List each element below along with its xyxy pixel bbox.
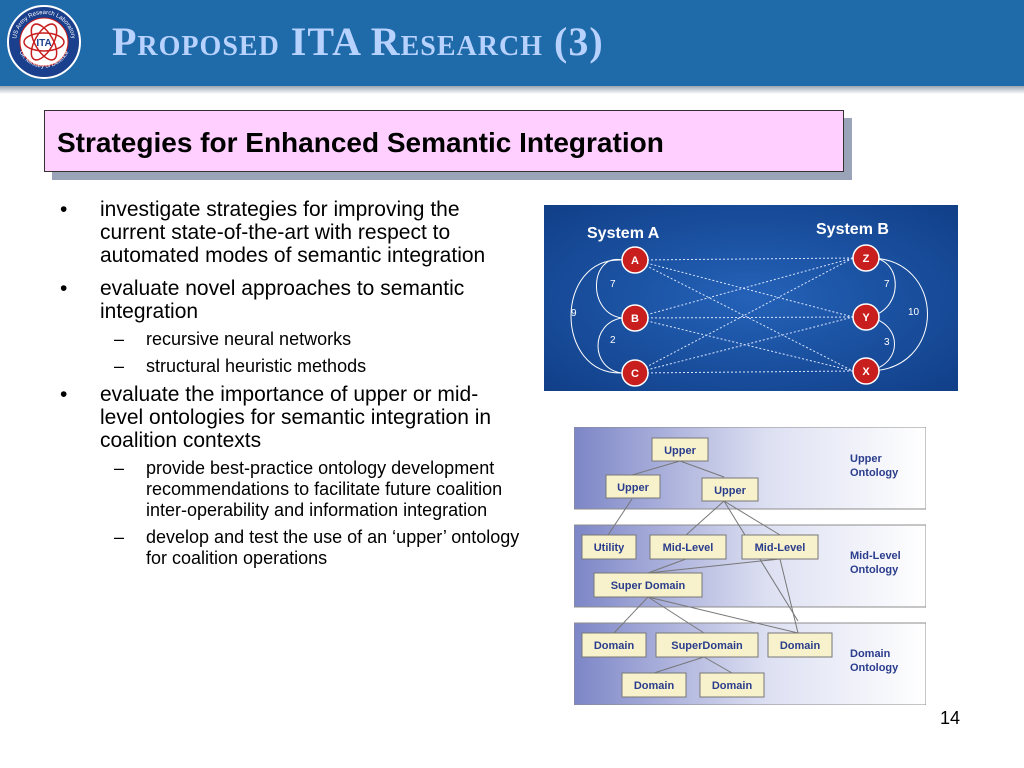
subtitle-box: Strategies for Enhanced Semantic Integra… bbox=[44, 110, 844, 172]
super-domain-box-label: Super Domain bbox=[611, 580, 686, 592]
system-matching-diagram: System A System B 7 2 9 7 3 10 A B C Z Y… bbox=[544, 205, 958, 391]
weight-z-x: 10 bbox=[908, 307, 920, 318]
utility-box bbox=[581, 534, 637, 560]
bullet-text: evaluate the importance of upper or mid-… bbox=[100, 383, 492, 452]
node-a bbox=[621, 246, 649, 274]
mid-level-ontology-label-1: Mid-Level bbox=[850, 550, 901, 562]
mid-level-ontology-label-2: Ontology bbox=[850, 564, 899, 576]
bullet-marker: • bbox=[60, 277, 68, 300]
super-domain-box bbox=[593, 572, 703, 598]
node-x-label: X bbox=[862, 366, 870, 378]
ita-emblem-icon: ITA US Army Research Laboratory UK Minis… bbox=[7, 5, 81, 79]
node-z bbox=[852, 244, 880, 272]
domain-box-1-label: Domain bbox=[594, 640, 635, 652]
node-b-label: B bbox=[631, 313, 639, 325]
sub-bullet-group: – recursive neural networks – structural h… bbox=[60, 329, 520, 377]
ontology-layers-diagram: Upper Upper Upper Upper Ontology Utility… bbox=[574, 427, 926, 705]
ontology-links bbox=[607, 460, 799, 674]
node-b bbox=[621, 304, 649, 332]
logo-center-text: ITA bbox=[36, 38, 51, 49]
upper-box-left-label: Upper bbox=[617, 482, 650, 494]
mid-level-box-1-label: Mid-Level bbox=[663, 542, 714, 554]
domain-box-2 bbox=[767, 632, 833, 658]
node-y-label: Y bbox=[862, 312, 870, 324]
upper-box-right bbox=[701, 477, 759, 502]
cross-system-links bbox=[634, 257, 854, 374]
mid-level-box-2 bbox=[741, 534, 819, 560]
sub-bullet-text: structural heuristic methods bbox=[146, 356, 367, 376]
sub-bullet-marker: – bbox=[114, 527, 125, 547]
mid-level-box-1 bbox=[649, 534, 727, 560]
sub-bullet-item: – develop and test the use of an ‘upper’ … bbox=[60, 527, 520, 569]
sub-bullet-marker: – bbox=[114, 356, 125, 376]
sub-bullet-text: provide best-practice ontology developme… bbox=[146, 458, 503, 520]
bullet-item: • evaluate the importance of upper or mid… bbox=[60, 383, 520, 452]
sub-bullet-marker: – bbox=[114, 329, 125, 349]
title-bar: ITA US Army Research Laboratory UK Minis… bbox=[0, 0, 1024, 86]
weight-a-c: 9 bbox=[571, 308, 577, 319]
sub-bullet-item: – recursive neural networks bbox=[60, 329, 520, 350]
upper-box-left bbox=[605, 474, 661, 499]
bullet-item: • investigate strategies for improving th… bbox=[60, 198, 520, 267]
edge-b-c bbox=[597, 317, 623, 374]
node-z-label: Z bbox=[863, 253, 870, 265]
node-y bbox=[852, 303, 880, 331]
sub-bullet-group: – provide best-practice ontology developm… bbox=[60, 458, 520, 569]
superdomain-box-label: SuperDomain bbox=[671, 640, 743, 652]
domain-box-4 bbox=[699, 672, 765, 698]
node-c-label: C bbox=[631, 368, 639, 380]
sub-bullet-text: develop and test the use of an ‘upper’ o… bbox=[146, 527, 520, 568]
upper-ontology-label-1: Upper bbox=[850, 453, 883, 465]
upper-ontology-label-2: Ontology bbox=[850, 467, 899, 479]
bullet-marker: • bbox=[60, 383, 68, 406]
domain-box-3-label: Domain bbox=[634, 680, 675, 692]
node-x bbox=[852, 357, 880, 385]
bullet-text: investigate strategies for improving the… bbox=[100, 198, 486, 267]
page-number: 14 bbox=[940, 708, 961, 728]
system-b-title: System B bbox=[816, 221, 889, 238]
node-c bbox=[621, 359, 649, 387]
system-a-title: System A bbox=[587, 225, 660, 242]
sub-bullet-marker: – bbox=[114, 458, 125, 478]
weight-z-y: 7 bbox=[884, 279, 890, 290]
bullet-item: • evaluate novel approaches to semantic i… bbox=[60, 277, 520, 323]
subtitle-text: Strategies for Enhanced Semantic Integra… bbox=[57, 127, 664, 158]
upper-box-top bbox=[651, 437, 709, 462]
bullet-text: evaluate novel approaches to semantic in… bbox=[100, 277, 465, 323]
domain-box-3 bbox=[621, 672, 687, 698]
edge-a-c bbox=[570, 259, 623, 374]
domain-box-4-label: Domain bbox=[712, 680, 753, 692]
weight-b-c: 2 bbox=[610, 335, 616, 346]
title-bar-shadow bbox=[0, 86, 1024, 94]
upper-box-top-label: Upper bbox=[664, 445, 697, 457]
domain-ontology-label-1: Domain bbox=[850, 648, 891, 660]
sub-bullet-item: – provide best-practice ontology developm… bbox=[60, 458, 520, 521]
mid-level-box-2-label: Mid-Level bbox=[755, 542, 806, 554]
bullet-list: • investigate strategies for improving th… bbox=[60, 198, 520, 575]
upper-box-right-label: Upper bbox=[714, 485, 747, 497]
sub-bullet-item: – structural heuristic methods bbox=[60, 356, 520, 377]
domain-box-2-label: Domain bbox=[780, 640, 821, 652]
sub-bullet-text: recursive neural networks bbox=[146, 329, 352, 349]
domain-ontology-label-2: Ontology bbox=[850, 662, 899, 674]
weight-a-b: 7 bbox=[610, 279, 616, 290]
domain-box-1 bbox=[581, 632, 647, 658]
slide-title: Proposed ITA Research (3) bbox=[112, 19, 604, 64]
edge-z-x bbox=[865, 257, 928, 372]
node-a-label: A bbox=[631, 255, 639, 267]
weight-y-x: 3 bbox=[884, 337, 890, 348]
superdomain-box bbox=[655, 632, 759, 658]
utility-box-label: Utility bbox=[594, 542, 625, 554]
bullet-marker: • bbox=[60, 198, 68, 221]
